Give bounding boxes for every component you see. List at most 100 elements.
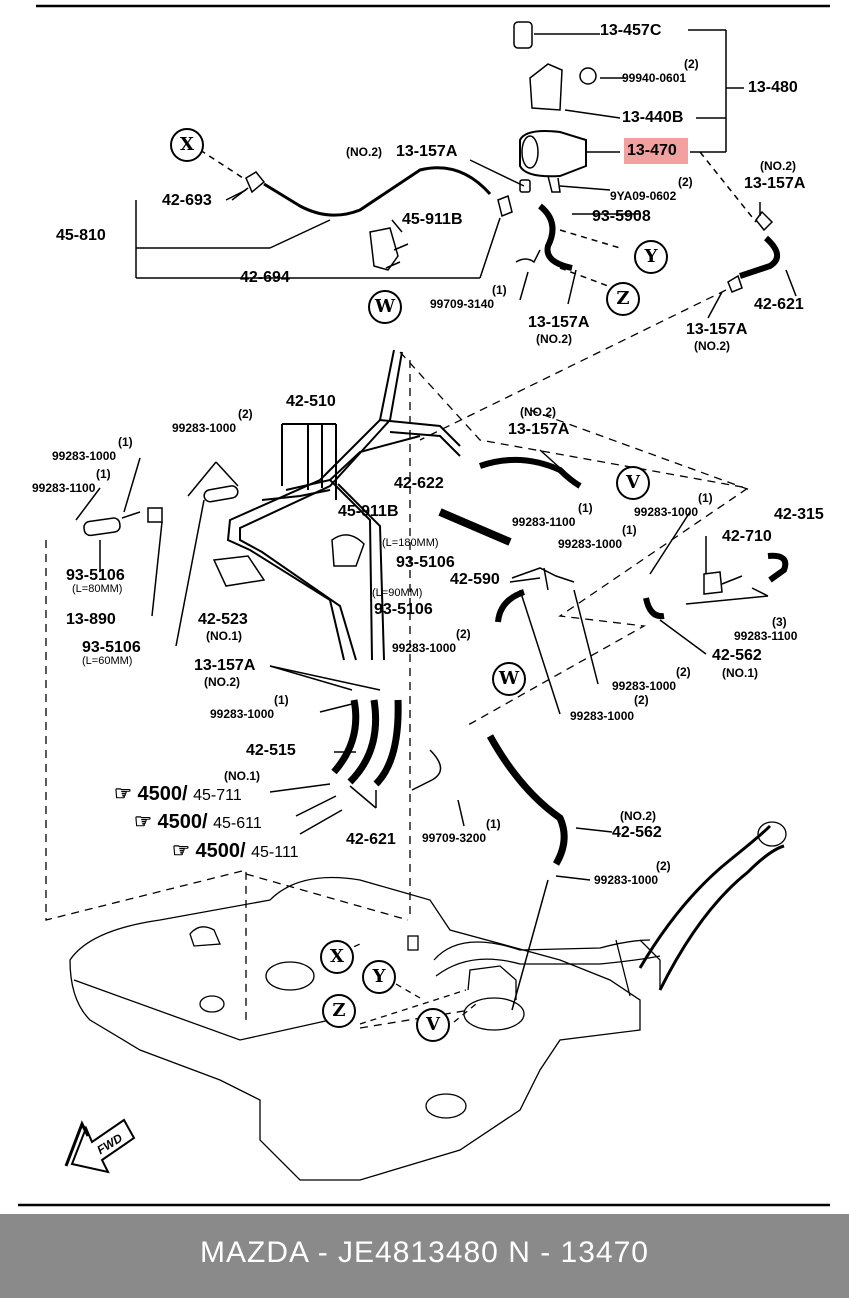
label-42-515: 42-515: [246, 742, 296, 759]
label-42-621-right: 42-621: [754, 296, 804, 313]
no2-13-157a-right: (NO.2): [760, 159, 796, 173]
label-99283-1000-i: 99283-1000: [612, 679, 677, 693]
qty-99283-1100-d: (1): [578, 501, 593, 515]
footer-part-info: MAZDA - JE4813480 N - 13470: [200, 1236, 649, 1269]
label-42-621-low: 42-621: [346, 831, 396, 848]
label-13-157a-low: 13-157A: [194, 657, 256, 674]
label-93-5908: 93-5908: [592, 208, 651, 225]
ref-sub: 45-111: [251, 844, 299, 861]
right-parts: [643, 511, 789, 655]
qty-99283-1000-j: (1): [274, 693, 289, 707]
hand-pointer-icon: ☞: [134, 811, 152, 833]
label-93-5106-b: 93-5106: [66, 567, 125, 584]
ref-number: 4500: [137, 783, 183, 805]
label-13-890: 13-890: [66, 611, 116, 628]
label-42-523: 42-523: [198, 611, 248, 628]
qty-99283-1100-h: (3): [772, 615, 787, 629]
callout-z-top: Z: [606, 282, 640, 316]
canister-assembly: [469, 21, 744, 193]
hose-93-5908: [515, 203, 640, 305]
label-99283-1000-j: 99283-1000: [210, 707, 275, 721]
label-42-562-no1: 42-562: [712, 647, 762, 664]
no1-42-562: (NO.1): [722, 666, 758, 680]
qty-99283-1000-b: (1): [118, 435, 133, 449]
callout-w-mid: W: [492, 662, 526, 696]
callout-v-mid: V: [616, 466, 650, 500]
label-42-710: 42-710: [722, 528, 772, 545]
qty-99283-1000-g: (2): [456, 627, 471, 641]
ref-4500-45-611[interactable]: ☞ 4500/ 45-611: [134, 811, 262, 833]
qty-99283-1000-e: (1): [698, 491, 713, 505]
qty-99709-3140: (1): [492, 283, 507, 297]
hand-pointer-icon: ☞: [172, 840, 190, 862]
fwd-arrow: [64, 1118, 136, 1174]
no2-13-157a-top: (NO.2): [346, 145, 382, 159]
qty-99283-1000-i: (2): [634, 693, 649, 707]
label-42-562-no2: 42-562: [612, 824, 662, 841]
label-99283-1000-k: 99283-1000: [570, 709, 635, 723]
middle-hoses: [331, 449, 599, 715]
dashed-region: [45, 289, 751, 1029]
pipe-bundle-42-510: [226, 349, 461, 661]
hose-42-562: [486, 734, 613, 1011]
lower-hoses: [269, 665, 465, 835]
label-42-315: 42-315: [774, 506, 824, 523]
left-parts: [75, 457, 266, 647]
qty-42-562-no1: (2): [676, 665, 691, 679]
label-13-470: 13-470: [627, 142, 677, 159]
label-99283-1000-e: 99283-1000: [634, 505, 699, 519]
ref-4500-45-111[interactable]: ☞ 4500/ 45-111: [172, 840, 299, 862]
footer-bar: MAZDA - JE4813480 N - 13470: [0, 1214, 849, 1298]
length-90mm: (L=90MM): [372, 587, 423, 599]
qty-99940: (2): [684, 57, 699, 71]
label-99709-3140: 99709-3140: [430, 297, 495, 311]
ref-number: 4500: [157, 811, 203, 833]
label-99283-1000-g: 99283-1000: [392, 641, 457, 655]
label-99709-3200: 99709-3200: [422, 831, 487, 845]
callout-x-tank: X: [320, 940, 354, 974]
callout-y-tank: Y: [362, 960, 396, 994]
label-13-480: 13-480: [748, 79, 798, 96]
no2-13-157a-mid: (NO.2): [520, 405, 556, 419]
no1-42-523: (NO.1): [206, 629, 242, 643]
label-45-911b-top: 45-911B: [402, 211, 463, 228]
label-9ya09-0602: 9YA09-0602: [610, 189, 677, 203]
label-99283-1000-b: 99283-1000: [52, 449, 117, 463]
label-99283-1000-f: 99283-1000: [558, 537, 623, 551]
hand-pointer-icon: ☞: [114, 783, 132, 805]
label-99940-0601: 99940-0601: [622, 71, 687, 85]
label-99283-1000-l: 99283-1000: [594, 873, 659, 887]
label-42-590: 42-590: [450, 571, 500, 588]
diagram-artwork: [18, 4, 830, 1207]
no2-42-562: (NO.2): [620, 809, 656, 823]
length-80mm: (L=80MM): [72, 583, 123, 595]
length-180mm: (L=180MM): [382, 537, 439, 549]
ref-sub: 45-711: [193, 787, 242, 804]
no1-ref: (NO.1): [224, 769, 260, 783]
hose-42-621-right: [699, 151, 797, 319]
pipe-45-810: [135, 149, 513, 279]
qty-99283-1000-f: (1): [622, 523, 637, 537]
label-13-157a-mid: 13-157A: [508, 421, 570, 438]
label-99283-1000-a: 99283-1000: [172, 421, 237, 435]
ref-4500-45-711[interactable]: ☞ 4500/ 45-711: [114, 783, 242, 805]
callout-z-tank: Z: [322, 994, 356, 1028]
label-93-5106-c: 93-5106: [374, 601, 433, 618]
label-13-440b: 13-440B: [622, 109, 684, 126]
fuel-tank: [69, 821, 787, 1181]
qty-9ya: (2): [678, 175, 693, 189]
qty-99709-3200: (1): [486, 817, 501, 831]
no2-13-157a-z: (NO.2): [536, 332, 572, 346]
label-42-694: 42-694: [240, 269, 290, 286]
qty-99283-1100-c: (1): [96, 467, 111, 481]
ref-number: 4500: [195, 840, 241, 862]
label-13-157a-right: 13-157A: [744, 175, 806, 192]
label-13-157a-z: 13-157A: [528, 314, 590, 331]
length-60mm: (L=60MM): [82, 655, 133, 667]
callout-v-tank: V: [416, 1008, 450, 1042]
callout-w-top: W: [368, 290, 402, 324]
label-13-157a-top: 13-157A: [396, 143, 458, 160]
ref-sub: 45-611: [213, 815, 262, 832]
label-99283-1100-c: 99283-1100: [32, 481, 96, 495]
